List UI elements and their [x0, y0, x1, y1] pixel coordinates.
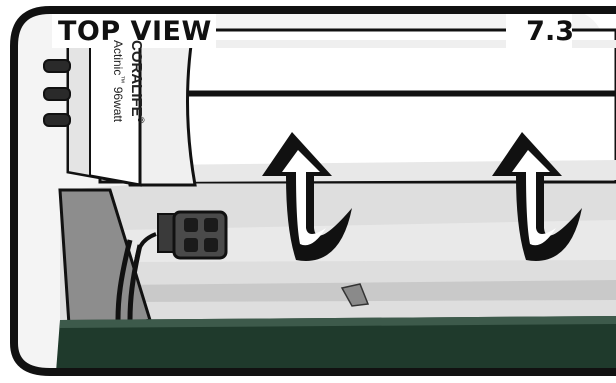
bulb-type-label: Actinic™ 96watt [111, 40, 126, 122]
bulb-pin-2 [44, 88, 70, 100]
bulb-brand-label: CORALIFE® [128, 40, 146, 123]
bulb-pin-3 [44, 114, 70, 126]
bulb-type: Actinic [111, 40, 125, 75]
bulb-brand: CORALIFE [128, 40, 145, 117]
bulb-pin-1 [44, 60, 70, 72]
bulb-wattage: 96watt [111, 87, 125, 122]
bulb-base-band [68, 28, 90, 176]
step-number: 7.3 [526, 16, 574, 47]
connector-plug [158, 212, 226, 258]
bulb-type-mark: ™ [117, 75, 126, 83]
bulb-brand-mark: ® [136, 117, 146, 124]
